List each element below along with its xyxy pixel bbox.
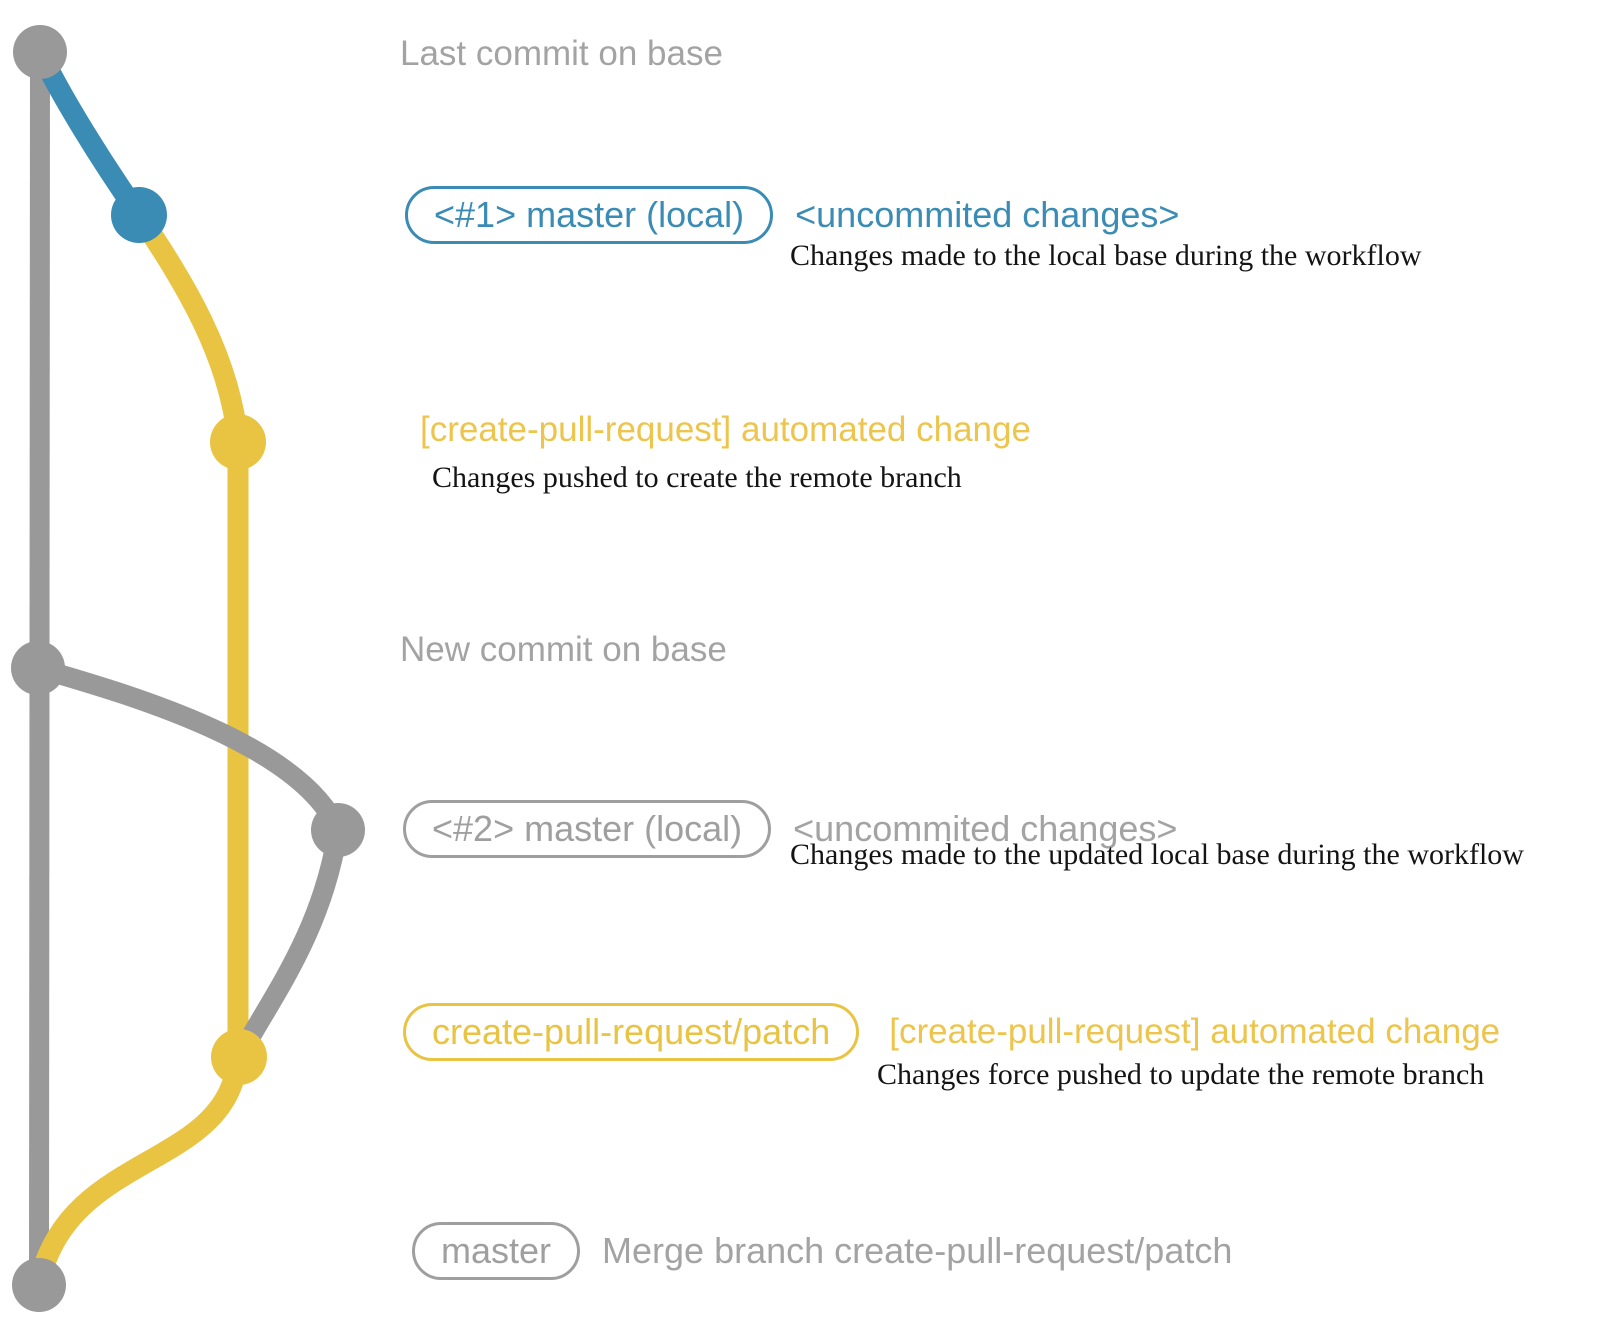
branch-badge-master-local-2: <#2> master (local): [403, 800, 772, 858]
local-master2-return-line: [230, 820, 348, 1066]
commit-dot-local-2: [311, 803, 365, 857]
commit-message-uncommited-2: <uncommited changes>: [793, 808, 1178, 849]
branch-badge-patch: create-pull-request/patch: [403, 1003, 860, 1061]
local-master-branch-line: [29, 41, 150, 226]
commit-message-merge: Merge branch create-pull-request/patch: [602, 1230, 1233, 1271]
local-master2-branch-line: [28, 658, 348, 840]
last-commit-label: Last commit on base: [400, 34, 723, 73]
row-patch-commit-2: create-pull-request/patch [create-pull-r…: [403, 1003, 1500, 1061]
branch-badge-master-local-1: <#1> master (local): [405, 186, 774, 244]
new-commit-label: New commit on base: [400, 630, 727, 669]
commit-message-automated-1: [create-pull-request] automated change: [420, 410, 1031, 449]
commit-dot-new-base: [11, 641, 65, 695]
desc-automated-2: Changes force pushed to update the remot…: [877, 1058, 1485, 1091]
desc-local-commit-2: Changes made to the updated local base d…: [790, 838, 1524, 871]
commit-message-automated-2: [create-pull-request] automated change: [889, 1012, 1501, 1051]
commit-dot-merge: [12, 1258, 66, 1312]
desc-local-commit-1: Changes made to the local base during th…: [790, 239, 1422, 272]
commit-dot-patch-2: [211, 1029, 267, 1085]
commit-dot-patch-1: [210, 414, 266, 470]
commit-dot-local-1: [111, 187, 167, 243]
git-graph: [11, 25, 365, 1312]
desc-automated-1: Changes pushed to create the remote bran…: [432, 461, 962, 494]
commit-dot-last-base: [13, 25, 67, 79]
row-merge-commit: master Merge branch create-pull-request/…: [412, 1222, 1232, 1280]
branch-badge-master: master: [412, 1222, 581, 1280]
patch-branch-line: [29, 204, 249, 1291]
row-local-commit-2: <#2> master (local) <uncommited changes>: [403, 800, 1177, 858]
row-local-commit-1: <#1> master (local) <uncommited changes>: [405, 186, 1179, 244]
commit-message-uncommited-1: <uncommited changes>: [795, 194, 1180, 235]
